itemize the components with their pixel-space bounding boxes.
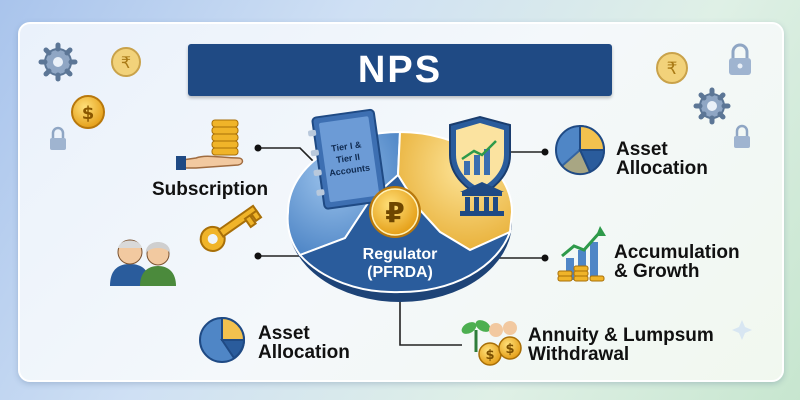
rupee-coin-icon: ₹ [111, 47, 141, 77]
page-title: NPS [357, 48, 443, 91]
dollar-coin-icon: $ [71, 95, 105, 129]
left-asset-allocation-line-2: Allocation [258, 342, 350, 363]
regulator-line-2: (PFRDA) [367, 264, 433, 281]
hand-coins-icon [176, 119, 244, 170]
bank-icon [460, 182, 504, 216]
subscription-label: Subscription [152, 179, 269, 200]
svg-text:$: $ [485, 348, 494, 363]
sparkle-icon [732, 320, 752, 340]
right-asset-allocation-line-2: Allocation [616, 158, 708, 179]
svg-text:$: $ [82, 103, 95, 124]
lock-icon [50, 126, 66, 150]
right-asset-allocation-label: Asset Allocation [616, 140, 708, 178]
accounts-book-icon: Tier I & Tier II Accounts [307, 108, 387, 210]
regulator-line-1: Regulator [362, 246, 438, 263]
elderly-couple-icon [110, 239, 176, 286]
svg-text:₹: ₹ [667, 59, 678, 79]
pie-chart-icon [555, 124, 606, 176]
shield-chart-icon [449, 115, 511, 197]
left-asset-allocation-line-1: Asset [258, 323, 310, 344]
lock-icon [734, 124, 750, 148]
accumulation-line-2: & Growth [614, 261, 700, 282]
book-line-2: Tier II [335, 152, 360, 165]
growth-chart-icon [557, 226, 606, 282]
book-line-1: Tier I & [331, 139, 363, 153]
gear-icon [38, 42, 78, 82]
svg-text:₽: ₽ [385, 196, 404, 229]
center-coin-icon: ₽ [369, 186, 421, 238]
lock-icon [729, 43, 751, 75]
connector-dots [254, 144, 549, 262]
svg-text:$: $ [505, 342, 514, 357]
svg-text:₹: ₹ [121, 53, 131, 72]
regulator-label: Regulator (PFRDA) [330, 246, 470, 282]
left-asset-allocation-label: Asset Allocation [258, 324, 350, 362]
gear-icon [693, 87, 731, 125]
accumulation-growth-label: Accumulation & Growth [614, 243, 740, 281]
key-icon [199, 204, 263, 252]
annuity-withdrawal-label: Annuity & Lumpsum Withdrawal [528, 326, 714, 364]
title-banner: NPS [188, 44, 612, 96]
pie-chart-icon [199, 316, 246, 363]
right-asset-allocation-line-1: Asset [616, 139, 668, 160]
rupee-coin-icon: ₹ [656, 52, 688, 84]
plant-coins-icon: $ $ [461, 320, 522, 366]
annuity-line-1: Annuity & Lumpsum [528, 325, 714, 346]
annuity-line-2: Withdrawal [528, 344, 630, 365]
accumulation-line-1: Accumulation [614, 242, 740, 263]
